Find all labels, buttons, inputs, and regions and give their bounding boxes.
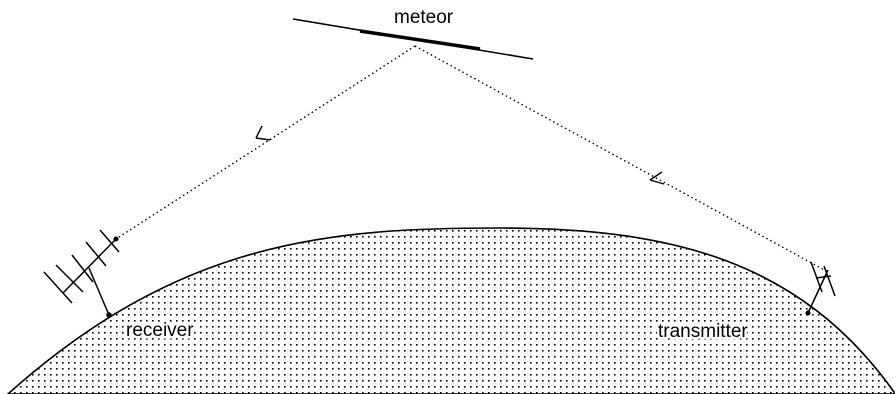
signal-path-from-transmitter [414,45,829,273]
meteor-trail [292,18,534,60]
meteor-label: meteor [394,7,454,28]
arrow-head-transmitter [649,171,665,185]
transmitter-antenna-icon [805,261,836,316]
earth-surface [6,227,895,394]
receiver-label: receiver [126,320,194,341]
receiver-antenna-icon [43,229,120,318]
transmitter-label: transmitter [658,321,748,342]
signal-path-to-receiver [115,45,416,240]
arrow-head-receiver [255,125,271,141]
